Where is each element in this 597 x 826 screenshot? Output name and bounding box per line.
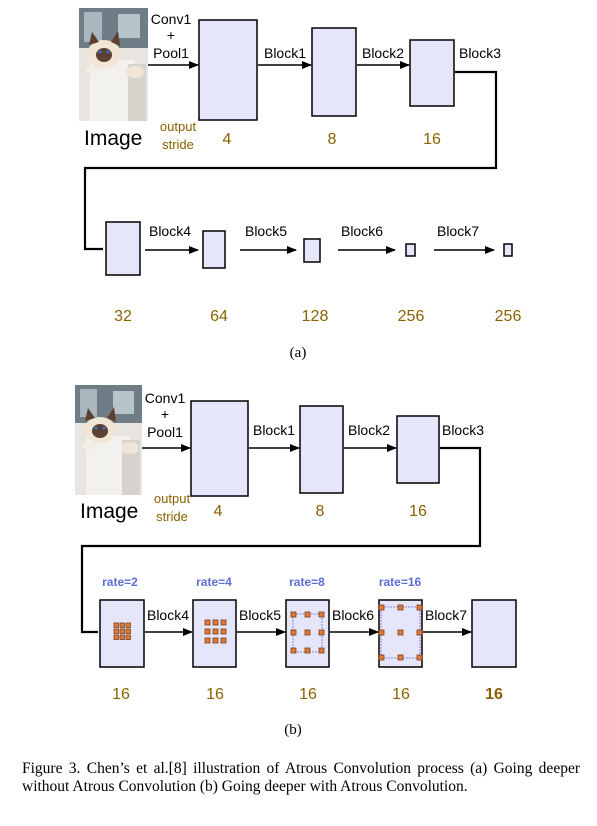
stride-label-b: stride — [156, 509, 188, 524]
block7-label-b: Block7 — [425, 607, 467, 623]
block4-label-a: Block4 — [149, 223, 191, 239]
stride-a-6: 256 — [398, 308, 425, 325]
rate-label-0: rate=2 — [102, 575, 138, 589]
image-label-b: Image — [80, 500, 138, 523]
stride-b-1: 8 — [316, 503, 325, 520]
stride-a-7: 256 — [495, 308, 522, 325]
stride-a-4: 64 — [210, 308, 228, 325]
plus-label-b: + — [161, 406, 169, 422]
kernel-rate4 — [204, 619, 227, 644]
pool1-label-a: Pool1 — [153, 45, 189, 61]
block3-label-b: Block3 — [442, 422, 484, 438]
conv1-label-b: Conv1 — [145, 390, 186, 406]
feature-block-a-7 — [503, 243, 513, 257]
stride-b-5: 16 — [299, 686, 317, 703]
panel-b: Image Conv1 + Pool1 output stride Block1… — [75, 385, 517, 738]
rate-label-2: rate=8 — [289, 575, 325, 589]
stride-a-2: 16 — [423, 131, 441, 148]
stride-a-3: 32 — [114, 308, 132, 325]
panel-b-label: (b) — [284, 722, 302, 738]
plus-label-a: + — [167, 27, 175, 43]
panel-a: Image Conv1 + Pool1 output stride Block1… — [79, 8, 521, 361]
stride-a-1: 8 — [328, 131, 337, 148]
image-label-a: Image — [84, 127, 142, 150]
kernel-rate8 — [290, 611, 325, 654]
feature-block-a-3 — [105, 221, 141, 276]
stride-b-0: 4 — [214, 503, 223, 520]
block2-label-b: Block2 — [348, 422, 390, 438]
output-label-b: output — [154, 491, 191, 506]
pool1-label-b: Pool1 — [147, 424, 183, 440]
rate-label-3: rate=16 — [379, 575, 422, 589]
stride-b-6: 16 — [392, 686, 410, 703]
block6-label-b: Block6 — [332, 607, 374, 623]
feature-block-a-5 — [303, 238, 321, 263]
block6-label-a: Block6 — [341, 223, 383, 239]
feature-block-a-6 — [405, 243, 416, 257]
block4-label-b: Block4 — [147, 607, 189, 623]
kernel-rate16 — [378, 604, 423, 661]
block5-label-a: Block5 — [245, 223, 287, 239]
block1-label-b: Block1 — [253, 422, 295, 438]
connector-line-b — [80, 446, 482, 634]
conv1-label-a: Conv1 — [151, 11, 192, 27]
figure-caption: Figure 3. Chen’s et al.[8] illustration … — [22, 760, 580, 795]
feature-block-a-1 — [311, 27, 357, 117]
stride-label-a: stride — [162, 137, 194, 152]
cat-image-b — [75, 385, 142, 495]
rate-label-1: rate=4 — [196, 575, 232, 589]
feature-block-b-7 — [471, 599, 517, 668]
panel-a-label: (a) — [290, 345, 307, 361]
block2-label-a: Block2 — [362, 45, 404, 61]
block5-label-b: Block5 — [239, 607, 281, 623]
feature-block-b-0 — [190, 400, 249, 497]
output-label-a: output — [160, 119, 197, 134]
feature-block-a-2 — [409, 39, 455, 107]
stride-b-2: 16 — [409, 503, 427, 520]
feature-block-a-0 — [198, 19, 258, 121]
stride-b-3: 16 — [112, 686, 130, 703]
stride-a-5: 128 — [302, 308, 329, 325]
feature-block-a-4 — [202, 230, 226, 269]
block7-label-a: Block7 — [437, 223, 479, 239]
block3-label-a: Block3 — [459, 45, 501, 61]
cat-image-a — [79, 8, 148, 121]
block1-label-a: Block1 — [264, 45, 306, 61]
kernel-rate2 — [113, 622, 131, 640]
connector-line-a — [83, 70, 498, 251]
feature-block-b-2 — [396, 415, 440, 484]
feature-block-b-1 — [299, 405, 344, 494]
stride-b-4: 16 — [206, 686, 224, 703]
stride-a-0: 4 — [223, 131, 232, 148]
stride-b-7: 16 — [485, 686, 503, 703]
